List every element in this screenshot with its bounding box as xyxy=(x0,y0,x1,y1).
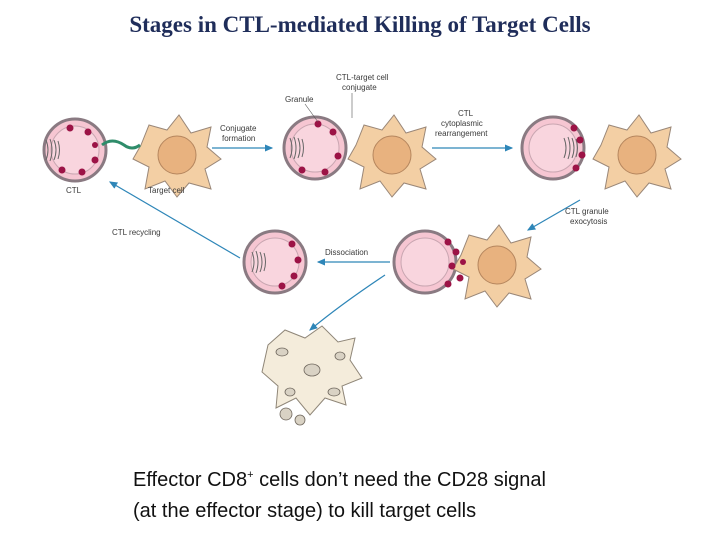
label-cyto-1: CTL xyxy=(458,109,474,118)
label-recycling: CTL recycling xyxy=(112,228,161,237)
label-conj-form-2: formation xyxy=(222,134,255,143)
stage-conjugate xyxy=(282,114,437,198)
label-conj-form-1: Conjugate xyxy=(220,124,257,133)
caption-line-1: Effector CD8+ cells don’t need the CD28 … xyxy=(133,469,546,491)
label-conjugate-2: conjugate xyxy=(342,83,377,92)
process-arrows xyxy=(108,144,581,331)
label-granule: Granule xyxy=(285,95,314,104)
caption: Effector CD8+ cells don’t need the CD28 … xyxy=(133,460,693,527)
label-target-cell: Target cell xyxy=(148,186,185,195)
stage-conjugate-formation xyxy=(42,114,222,198)
stage-dissociated-ctl xyxy=(242,229,308,295)
label-dissociation: Dissociation xyxy=(325,248,368,257)
label-conjugate-1: CTL-target cell xyxy=(336,73,389,82)
label-cyto-3: rearrangement xyxy=(435,129,488,138)
arrow-target-death xyxy=(309,274,386,331)
label-exo-2: exocytosis xyxy=(570,217,607,226)
granules-group xyxy=(58,124,99,176)
apoptotic-target-cell xyxy=(261,325,363,426)
tcr-contact-icon xyxy=(101,139,141,150)
label-ctl: CTL xyxy=(66,186,82,195)
arrow-exocytosis xyxy=(526,199,581,231)
slide-title: Stages in CTL-mediated Killing of Target… xyxy=(129,12,591,37)
caption-line-2: (at the effector stage) to kill target c… xyxy=(133,500,477,522)
arrow-recycling xyxy=(108,181,241,259)
label-cyto-2: cytoplasmic xyxy=(441,119,483,128)
label-exo-1: CTL granule xyxy=(565,207,609,216)
stage-cytoplasmic-rearrangement xyxy=(520,114,682,198)
stage-exocytosis xyxy=(392,224,542,308)
